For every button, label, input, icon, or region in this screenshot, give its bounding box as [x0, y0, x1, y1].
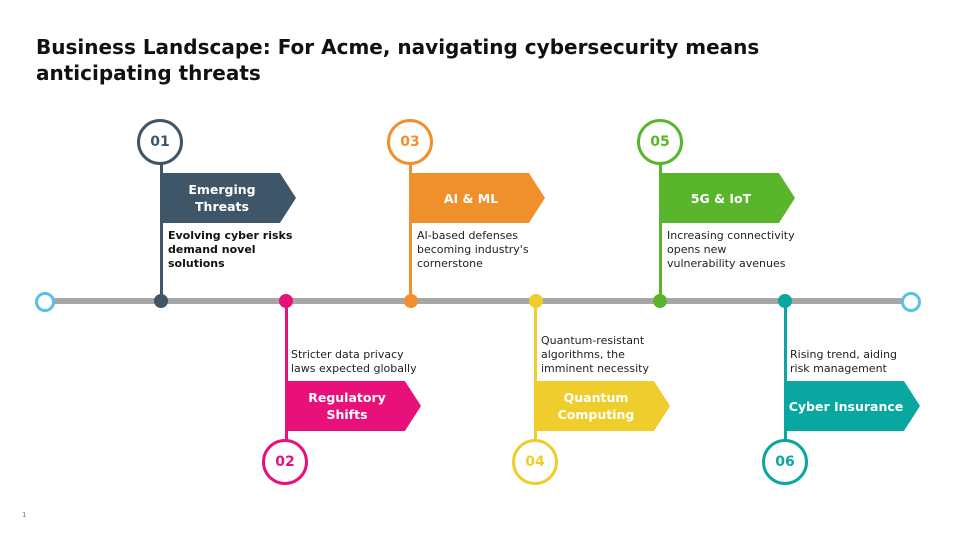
- milestone-label: Cyber Insurance: [786, 381, 920, 431]
- timeline-start-ring: [35, 292, 55, 312]
- milestone-stem: [659, 162, 662, 300]
- milestone-label: 5G & IoT: [661, 173, 795, 223]
- milestone-number: 06: [762, 439, 808, 485]
- milestone-stem: [285, 300, 288, 440]
- milestone-label: Emerging Threats: [162, 173, 296, 223]
- timeline-end-ring: [901, 292, 921, 312]
- milestone-description: AI-based defenses becoming industry's co…: [417, 229, 529, 270]
- milestone-number: 03: [387, 119, 433, 165]
- milestone-description: Increasing connectivity opens new vulner…: [667, 229, 795, 270]
- timeline-dot: [653, 294, 667, 308]
- milestone-label: Quantum Computing: [536, 381, 670, 431]
- milestone-description: Evolving cyber risks demand novel soluti…: [168, 229, 293, 270]
- slide-title: Business Landscape: For Acme, navigating…: [36, 35, 760, 85]
- timeline-line: [52, 298, 902, 304]
- timeline-dot: [154, 294, 168, 308]
- milestone-description: Rising trend, aiding risk management: [790, 348, 898, 375]
- milestone-number: 04: [512, 439, 558, 485]
- milestone-number: 01: [137, 119, 183, 165]
- milestone-stem: [409, 162, 412, 300]
- milestone-stem: [534, 300, 537, 440]
- milestone-stem: [160, 162, 163, 300]
- page-number: 1: [22, 511, 27, 519]
- timeline-dot: [529, 294, 543, 308]
- milestone-description: Stricter data privacy laws expected glob…: [291, 348, 417, 375]
- milestone-description: Quantum-resistant algorithms, the immine…: [541, 334, 649, 375]
- milestone-stem: [784, 300, 787, 440]
- milestone-number: 02: [262, 439, 308, 485]
- timeline-dot: [778, 294, 792, 308]
- milestone-label: Regulatory Shifts: [287, 381, 421, 431]
- milestone-label: AI & ML: [411, 173, 545, 223]
- timeline-dot: [404, 294, 418, 308]
- timeline-dot: [279, 294, 293, 308]
- milestone-number: 05: [637, 119, 683, 165]
